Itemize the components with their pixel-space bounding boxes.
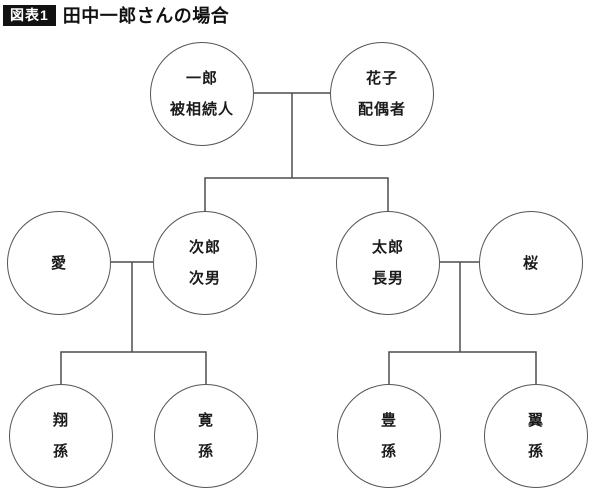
connector-siblings-gen2	[204, 177, 389, 211]
person-node-hanako: 花子 配偶者	[330, 42, 434, 146]
connector-siblings-jiro-children	[60, 351, 207, 384]
person-node-kan: 寛 孫	[154, 384, 258, 488]
figure-title-row: 図表1 田中一郎さんの場合	[3, 2, 229, 28]
person-name: 一郎	[185, 70, 218, 87]
person-node-taro: 太郎 長男	[336, 211, 440, 315]
person-name: 翔	[52, 412, 69, 429]
person-node-yutaka: 豊 孫	[337, 384, 441, 488]
person-name: 次郎	[188, 239, 221, 256]
person-name: 愛	[50, 254, 67, 272]
person-role: 被相続人	[169, 101, 234, 118]
person-name: 花子	[365, 70, 398, 87]
connector-siblings-taro-children	[388, 351, 537, 384]
person-role: 次男	[188, 270, 221, 287]
person-name: 寛	[197, 412, 214, 429]
person-node-tsubasa: 翼 孫	[484, 384, 588, 488]
person-role: 配偶者	[357, 101, 406, 118]
person-node-sakura: 桜	[479, 211, 583, 315]
person-role: 孫	[527, 443, 544, 460]
person-name: 豊	[380, 412, 397, 429]
person-node-jiro: 次郎 次男	[153, 211, 257, 315]
person-node-sho: 翔 孫	[9, 384, 113, 488]
person-name: 太郎	[371, 239, 404, 256]
person-role: 孫	[52, 443, 69, 460]
person-node-ichiro: 一郎 被相続人	[150, 42, 254, 146]
person-role: 孫	[197, 443, 214, 460]
person-name: 桜	[522, 254, 539, 272]
person-role: 孫	[380, 443, 397, 460]
person-role: 長男	[371, 270, 404, 287]
person-name: 翼	[527, 412, 544, 429]
figure-number-badge: 図表1	[3, 4, 56, 26]
person-node-ai: 愛	[7, 211, 111, 315]
figure-title: 田中一郎さんの場合	[62, 6, 230, 26]
